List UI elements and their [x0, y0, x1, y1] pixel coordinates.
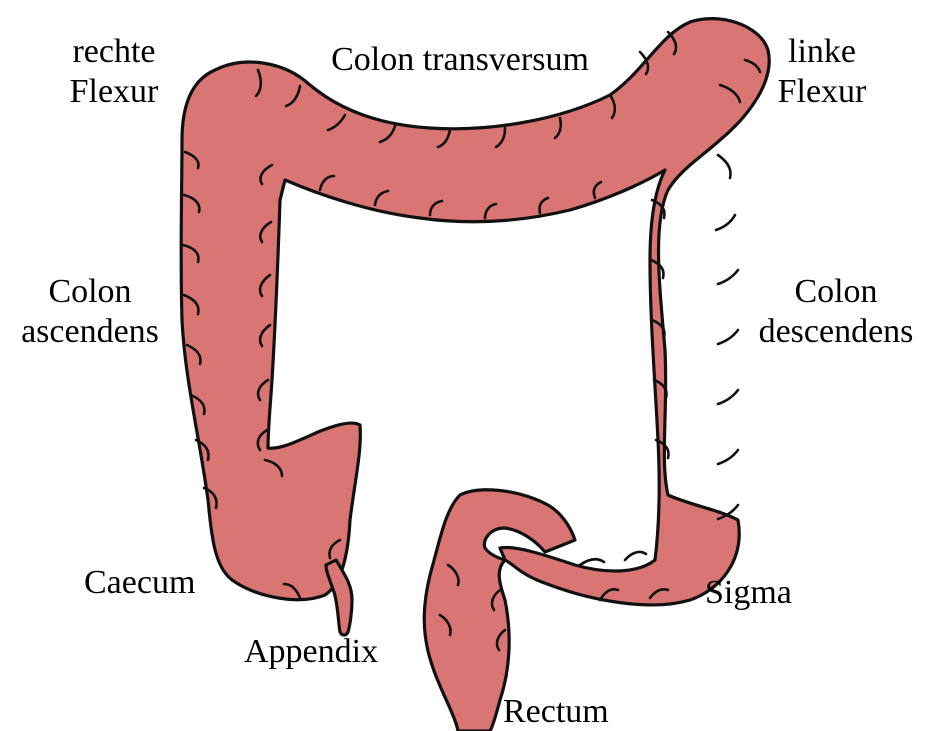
label-sigmoid: Sigma	[705, 573, 792, 613]
label-right-flexure-line2: Flexur	[52, 72, 176, 112]
label-transverse-colon-text: Colon transversum	[300, 40, 620, 80]
label-transverse-colon: Colon transversum	[300, 40, 620, 80]
label-ascending-colon-line1: Colon	[2, 272, 178, 312]
label-descending-colon: Colon descendens	[744, 272, 928, 352]
label-left-flexure-line2: Flexur	[760, 72, 884, 112]
large-intestine	[181, 19, 769, 731]
label-descending-colon-line1: Colon	[744, 272, 928, 312]
appendix-shape	[326, 560, 352, 635]
label-ascending-colon-line2: ascendens	[2, 312, 178, 352]
label-ascending-colon: Colon ascendens	[2, 272, 178, 352]
label-right-flexure-line1: rechte	[52, 32, 176, 72]
label-right-flexure: rechte Flexur	[52, 32, 176, 112]
label-left-flexure-line1: linke	[760, 32, 884, 72]
label-rectum: Rectum	[503, 692, 609, 731]
label-left-flexure: linke Flexur	[760, 32, 884, 112]
label-appendix-text: Appendix	[244, 632, 378, 672]
label-caecum-text: Caecum	[84, 563, 195, 603]
label-appendix: Appendix	[244, 632, 378, 672]
label-caecum: Caecum	[84, 563, 195, 603]
label-rectum-text: Rectum	[503, 692, 609, 731]
label-sigmoid-text: Sigma	[705, 573, 792, 613]
label-descending-colon-line2: descendens	[744, 312, 928, 352]
